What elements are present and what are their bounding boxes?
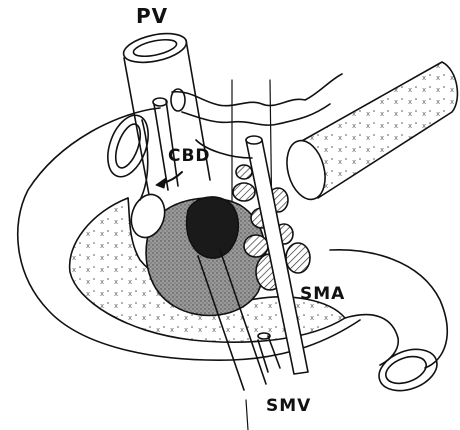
cbd-arrowhead — [156, 178, 166, 188]
portal-vein-end — [121, 29, 189, 68]
sma-top — [246, 136, 262, 144]
duodenum-cut-end-inner — [382, 352, 430, 389]
label-cbd: CBD — [168, 146, 211, 166]
duodenum-cut-end — [373, 342, 442, 398]
label-smv: SMV — [266, 396, 311, 416]
splenic-vein — [172, 74, 342, 106]
duodenum-distal-upper — [330, 250, 447, 368]
lymph-node-6 — [286, 243, 310, 273]
splenic-vein-lower — [182, 104, 330, 125]
bile-duct-end — [153, 98, 167, 106]
tumor-core — [187, 197, 239, 258]
lymph-node-1 — [233, 183, 255, 201]
label-pv: PV — [136, 4, 168, 28]
lymph-node-8 — [236, 165, 252, 179]
lymph-node-4 — [244, 235, 268, 257]
common-bile-duct — [154, 100, 178, 190]
label-sma: SMA — [300, 284, 345, 304]
